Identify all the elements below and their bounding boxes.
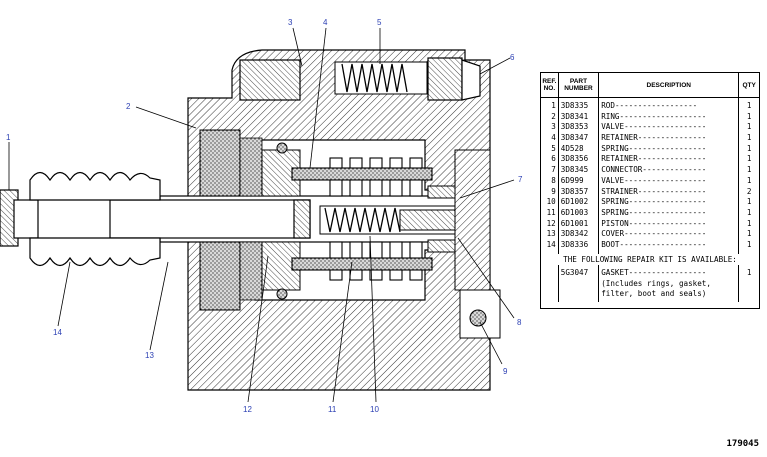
table-row-qty: 2 <box>746 186 752 196</box>
right-fittings <box>427 149 501 339</box>
table-row-part: 6D999 <box>560 175 584 185</box>
table-row-qty: 1 <box>746 239 752 249</box>
table-row-desc: STRAINER--------------- <box>601 186 707 196</box>
table-row-ref: 14 <box>546 239 556 249</box>
table-row-qty: 1 <box>746 143 752 153</box>
table-row-desc: RETAINER--------------- <box>601 133 707 143</box>
header-ref-no: REF. NO. <box>541 73 559 97</box>
table-row-part: 6D1002 <box>560 197 589 207</box>
table-row-desc: PISTON----------------- <box>601 218 707 228</box>
kit-description: GASKET----------------- <box>601 268 707 278</box>
table-row-qty: 1 <box>746 165 752 175</box>
ref-column: 1 2 3 4 5 6 7 8 9 10 11 12 13 14 <box>541 98 559 254</box>
cover-part <box>199 129 263 311</box>
table-row-qty: 1 <box>746 111 752 121</box>
kit-qty: 1 <box>746 268 752 278</box>
qty-column: 1 1 1 1 1 1 1 1 2 1 1 1 1 1 <box>739 98 759 254</box>
table-row-desc: VALVE------------------ <box>601 175 707 185</box>
table-row-part: 3D8345 <box>560 165 589 175</box>
table-row-desc: VALVE------------------ <box>601 122 707 132</box>
table-row-desc: SPRING----------------- <box>601 197 707 207</box>
table-row-part: 4D528 <box>560 143 584 153</box>
table-row-qty: 1 <box>746 154 752 164</box>
table-row-qty: 1 <box>746 175 752 185</box>
callout-3: 3 <box>288 18 293 27</box>
table-row-part: 3D8356 <box>560 154 589 164</box>
table-header-row: REF. NO. PART NUMBER DESCRIPTION QTY <box>541 73 759 98</box>
callout-4: 4 <box>323 18 328 27</box>
table-row-part: 6D1001 <box>560 218 589 228</box>
callout-9: 9 <box>503 367 508 376</box>
table-row-part: 3D8353 <box>560 122 589 132</box>
piston-part <box>261 142 301 300</box>
callout-8: 8 <box>517 318 522 327</box>
callout-1: 1 <box>6 133 11 142</box>
table-row-desc: SPRING----------------- <box>601 207 707 217</box>
table-row-ref: 7 <box>551 165 556 175</box>
table-row-ref: 9 <box>551 186 556 196</box>
table-row-ref: 11 <box>546 207 556 217</box>
table-row-qty: 1 <box>746 197 752 207</box>
main-springs <box>291 157 433 281</box>
kit-description-detail: (Includes rings, gasket, filter, boot an… <box>601 279 711 299</box>
table-row-qty: 1 <box>746 122 752 132</box>
table-row-desc: RETAINER--------------- <box>601 154 707 164</box>
callout-10: 10 <box>370 405 379 414</box>
table-row-part: 3D8342 <box>560 229 589 239</box>
table-row-ref: 1 <box>551 101 556 110</box>
header-qty: QTY <box>742 81 756 89</box>
callout-12: 12 <box>243 405 252 414</box>
table-row-ref: 2 <box>551 111 556 121</box>
kit-part-number: 5G3047 <box>560 268 589 278</box>
cross-section-drawing: 1 2 3 4 5 6 7 8 9 10 11 12 13 14 <box>0 18 523 414</box>
table-row-ref: 12 <box>546 218 556 228</box>
parts-list-table: REF. NO. PART NUMBER DESCRIPTION QTY 1 2… <box>540 72 760 310</box>
drawing-number: 179045 <box>726 439 759 449</box>
table-row-ref: 3 <box>551 122 556 132</box>
repair-kit-row: 5G3047 GASKET----------------- (Includes… <box>541 265 759 308</box>
callout-7: 7 <box>518 175 523 184</box>
table-row-desc: CONNECTOR-------------- <box>601 165 707 175</box>
rod-part <box>0 189 311 247</box>
description-column: ROD------------------ RING--------------… <box>599 98 740 254</box>
table-row-qty: 1 <box>746 207 752 217</box>
callout-5: 5 <box>377 18 382 27</box>
table-row-desc: COVER------------------ <box>601 229 707 239</box>
callout-labels: 1 2 3 4 5 6 7 8 9 10 11 12 13 14 <box>6 18 523 414</box>
table-row-qty: 1 <box>746 101 752 110</box>
part-number-column: 3D8335 3D8341 3D8353 3D8347 4D528 3D8356… <box>559 98 600 254</box>
table-row-part: 3D8341 <box>560 111 589 121</box>
callout-13: 13 <box>145 351 154 360</box>
table-row-ref: 4 <box>551 133 556 143</box>
callout-2: 2 <box>126 102 131 111</box>
inner-spring <box>319 205 461 235</box>
table-row-desc: ROD------------------ <box>601 101 698 110</box>
leader-lines <box>8 27 515 403</box>
table-row-ref: 6 <box>551 154 556 164</box>
callout-14: 14 <box>53 328 62 337</box>
table-row-ref: 5 <box>551 143 556 153</box>
table-row-part: 3D8336 <box>560 239 589 249</box>
repair-kit-note: THE FOLLOWING REPAIR KIT IS AVAILABLE: <box>563 254 737 264</box>
boot-part <box>29 171 161 267</box>
table-row-desc: BOOT------------------- <box>601 239 707 249</box>
table-row-part: 3D8335 <box>560 101 589 110</box>
table-row-ref: 10 <box>546 197 556 207</box>
table-row-qty: 1 <box>746 229 752 239</box>
header-part-number: PART NUMBER <box>559 73 600 97</box>
table-row-desc: SPRING----------------- <box>601 143 707 153</box>
table-row-part: 3D8347 <box>560 133 589 143</box>
callout-6: 6 <box>510 53 515 62</box>
table-row-qty: 1 <box>746 218 752 228</box>
table-row-ref: 8 <box>551 175 556 185</box>
table-row-ref: 13 <box>546 229 556 239</box>
table-body: 1 2 3 4 5 6 7 8 9 10 11 12 13 14 3D8335 … <box>541 98 759 254</box>
callout-11: 11 <box>328 405 337 414</box>
table-row-desc: RING------------------- <box>601 111 707 121</box>
table-row-part: 6D1003 <box>560 207 589 217</box>
header-description: DESCRIPTION <box>599 73 740 97</box>
table-row-part: 3D8357 <box>560 186 589 196</box>
table-row-qty: 1 <box>746 133 752 143</box>
top-spring-chamber <box>334 57 481 101</box>
